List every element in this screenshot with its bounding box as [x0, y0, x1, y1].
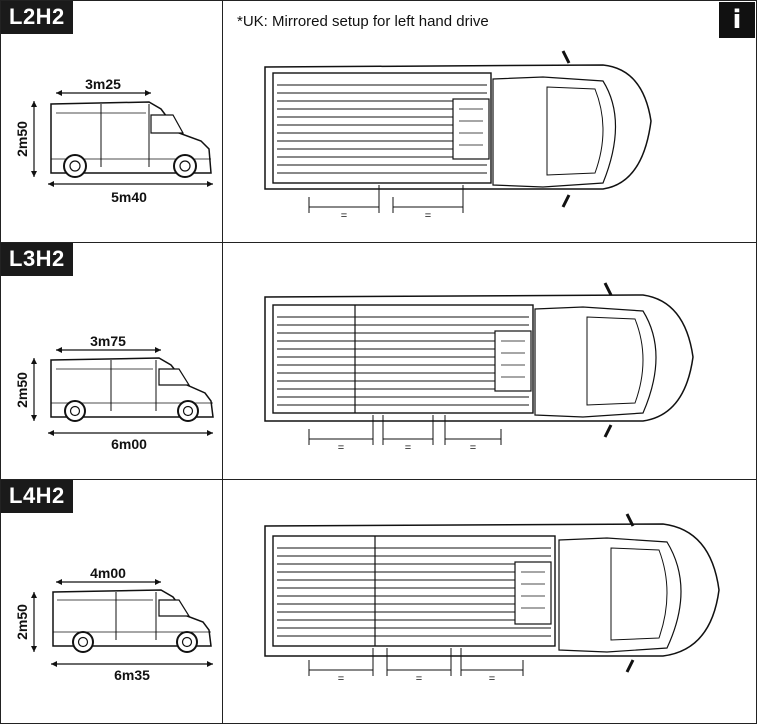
roof-length-label: 3m25	[85, 76, 121, 92]
equal-mark: =	[489, 673, 495, 685]
model-tag: L3H2	[1, 243, 73, 276]
side-view-van: 4m00 2m50 6m35	[14, 565, 213, 683]
top-view-van: = = =	[264, 513, 720, 685]
top-view-van: = =	[264, 50, 652, 222]
equal-mark: =	[405, 442, 411, 454]
equal-mark: =	[416, 673, 422, 685]
top-view-cell-l2h2: *UK: Mirrored setup for left hand drive …	[222, 0, 757, 243]
equal-mark: =	[338, 442, 344, 454]
info-icon: i	[719, 2, 755, 38]
model-tag: L2H2	[1, 1, 73, 34]
top-view-cell-l3h2: = = =	[222, 242, 757, 480]
side-view-van: 3m25 2m50 5m40	[14, 76, 213, 205]
side-view-van: 3m75 2m50 6m00	[14, 333, 214, 452]
roof-length-label: 4m00	[90, 565, 126, 581]
length-label: 5m40	[111, 189, 147, 205]
length-label: 6m35	[114, 667, 150, 683]
equal-mark: =	[341, 210, 347, 222]
model-tag: L4H2	[1, 480, 73, 513]
height-label: 2m50	[14, 604, 30, 640]
side-view-cell-l2h2: L2H2 3m25 2m50 5m40	[0, 0, 223, 243]
length-label: 6m00	[111, 436, 147, 452]
roof-length-label: 3m75	[90, 333, 126, 349]
note-text: *UK: Mirrored setup for left hand drive	[237, 13, 489, 30]
height-label: 2m50	[14, 121, 30, 157]
side-view-cell-l4h2: L4H2 4m00 2m50 6m35	[0, 479, 223, 724]
equal-mark: =	[470, 442, 476, 454]
equal-mark: =	[338, 673, 344, 685]
top-view-van: = = =	[264, 282, 694, 454]
equal-mark: =	[425, 210, 431, 222]
height-label: 2m50	[14, 372, 30, 408]
top-view-cell-l4h2: = = =	[222, 479, 757, 724]
side-view-cell-l3h2: L3H2 3m75 2m50 6m00	[0, 242, 223, 480]
